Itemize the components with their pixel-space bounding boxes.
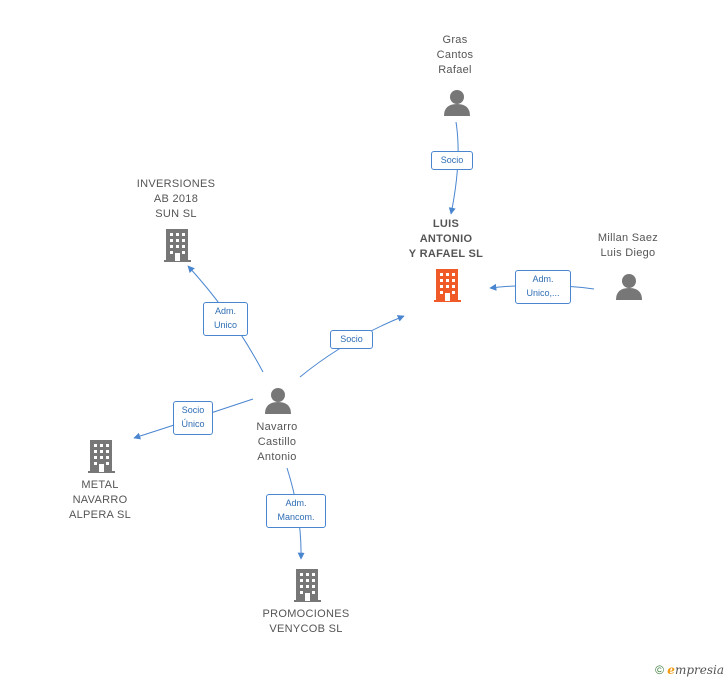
building-icon xyxy=(164,229,191,262)
node-label-inversiones[interactable]: INVERSIONES AB 2018 SUN SL xyxy=(136,178,216,220)
building-icon-focus xyxy=(434,269,461,302)
edge-label-navarro-inversiones[interactable]: Adm. Unico xyxy=(203,302,248,336)
person-icon xyxy=(444,90,470,116)
edge-label-navarro-metal[interactable]: Socio Único xyxy=(173,401,213,435)
building-icon xyxy=(88,440,115,473)
node-label-navarro[interactable]: Navarro Castillo Antonio xyxy=(256,421,298,463)
footer-brand: © empresia xyxy=(655,663,724,677)
brand-logo: empresia xyxy=(667,663,724,677)
building-icon xyxy=(294,569,321,602)
copyright-symbol: © xyxy=(655,663,664,677)
person-icon xyxy=(616,274,642,300)
edge-label-gras-luis[interactable]: Socio xyxy=(431,151,473,170)
edge-label-navarro-luis[interactable]: Socio xyxy=(330,330,373,349)
node-label-luis[interactable]: LUIS ANTONIO Y RAFAEL SL xyxy=(408,218,484,260)
person-icon xyxy=(265,388,291,414)
node-label-metal[interactable]: METAL NAVARRO ALPERA SL xyxy=(68,479,131,521)
node-label-promociones[interactable]: PROMOCIONES VENYCOB SL xyxy=(262,608,350,635)
edge-label-navarro-promociones[interactable]: Adm. Mancom. xyxy=(266,494,326,528)
edge-label-millan-luis[interactable]: Adm. Unico,... xyxy=(515,270,571,304)
node-label-gras[interactable]: Gras Cantos Rafael xyxy=(436,34,474,76)
node-label-millan[interactable]: Millan Saez Luis Diego xyxy=(597,232,659,259)
